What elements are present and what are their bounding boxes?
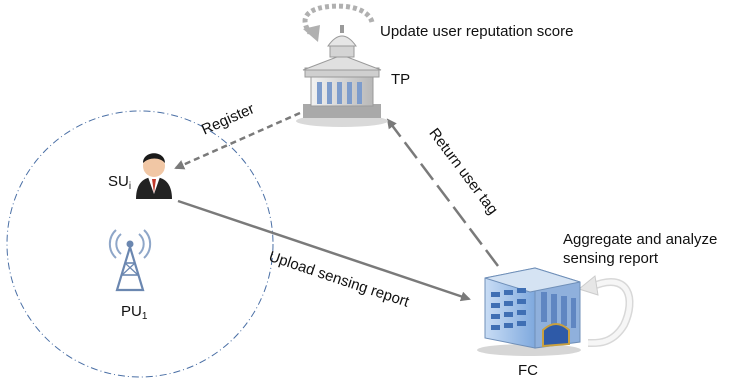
tp-building-icon <box>296 25 388 127</box>
tp-label: TP <box>391 71 411 88</box>
analyze-cycle-arrow <box>577 275 634 348</box>
fc-annotation-line1: Aggregate and analyze <box>563 231 718 248</box>
su-label-subscript: i <box>128 181 132 192</box>
fc-building-icon <box>477 267 581 356</box>
register-arrow <box>174 111 301 170</box>
pu-label: PU1 <box>121 303 147 322</box>
tp-annotation: Update user reputation score <box>380 23 574 40</box>
su-label: SUi <box>108 173 131 192</box>
fc-annotation-line2: sensing report <box>563 250 659 267</box>
upload-arrow <box>177 199 471 302</box>
fc-label: FC <box>518 362 538 379</box>
su-label-text: SU <box>108 173 129 190</box>
su-person-icon <box>136 153 172 199</box>
pu-label-text: PU <box>121 303 142 320</box>
pu-label-subscript: 1 <box>141 311 148 322</box>
coverage-circle <box>6 110 274 378</box>
update-cycle-arrow <box>302 3 375 42</box>
pu-tower-icon <box>108 229 152 292</box>
return-tag-arrow <box>386 118 499 267</box>
